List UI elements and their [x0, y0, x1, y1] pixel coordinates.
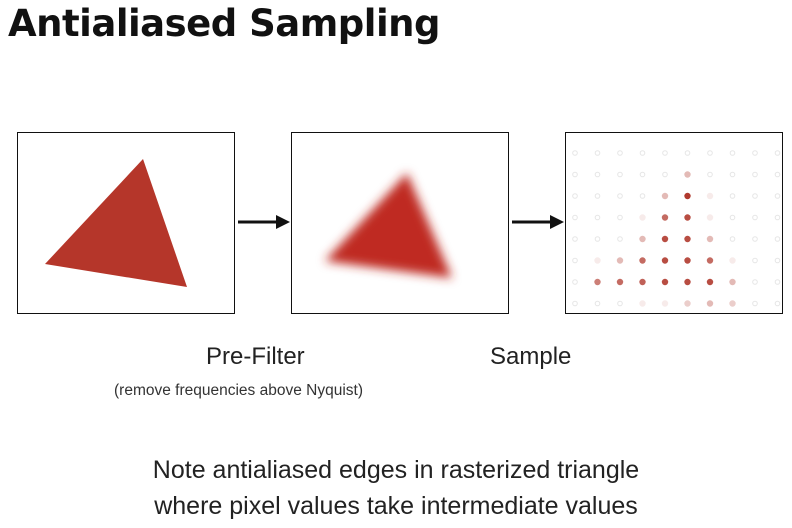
sample-dot — [639, 278, 646, 286]
sample-dot — [752, 171, 758, 178]
sample-dot — [729, 193, 736, 199]
sample-dot — [752, 193, 758, 199]
sample-dot — [774, 279, 781, 285]
prefilter-label: Pre-Filter — [206, 343, 305, 370]
sample-dot — [684, 192, 691, 200]
sample-dot — [662, 150, 668, 156]
original-triangle-panel — [17, 132, 235, 314]
sample-dot — [661, 192, 669, 200]
sample-dot — [639, 150, 646, 156]
sample-dot — [572, 193, 578, 199]
sample-dot — [661, 300, 669, 307]
sample-dot — [662, 171, 668, 178]
sampled-grid-panel — [565, 132, 783, 314]
right-arrow-icon — [238, 215, 290, 229]
slide-title: Antialiased Sampling — [8, 2, 440, 45]
sample-dot — [639, 257, 646, 264]
sample-dot — [706, 278, 714, 286]
sample-dot — [639, 171, 646, 178]
sample-dot — [594, 193, 601, 199]
sample-dot — [572, 171, 578, 178]
sample-dot — [616, 278, 624, 286]
prefilter-note: (remove frequencies above Nyquist) — [114, 382, 363, 399]
sample-dot — [729, 278, 736, 286]
sample-dot — [617, 236, 623, 242]
sample-dot — [572, 300, 578, 307]
sample-dot — [594, 236, 601, 242]
sample-dot — [684, 257, 691, 264]
sample-dot — [684, 171, 691, 178]
sample-dot — [729, 257, 736, 264]
sample-dot — [752, 214, 758, 221]
sample-dot — [661, 214, 669, 221]
sample-dot — [661, 235, 669, 243]
sample-dot — [707, 150, 713, 156]
sample-dot — [684, 150, 691, 156]
sample-dot — [774, 193, 781, 199]
blurred-triangle — [325, 173, 452, 278]
sample-dot — [752, 150, 758, 156]
right-arrow-icon — [512, 215, 564, 229]
sample-dot — [684, 278, 691, 286]
sample-dot — [617, 300, 623, 307]
sample-dot — [707, 171, 713, 178]
sample-dot — [639, 235, 646, 243]
sample-dot — [706, 257, 714, 264]
sample-dot — [729, 150, 736, 156]
sample-dot — [706, 192, 714, 200]
sample-dot — [684, 214, 691, 221]
sample-dot — [639, 300, 646, 307]
sample-dot — [572, 214, 578, 221]
sample-dot — [639, 193, 646, 199]
sample-dot — [706, 214, 714, 221]
sample-dot — [594, 214, 601, 221]
sample-dot — [684, 235, 691, 243]
sample-dot — [617, 171, 623, 178]
sample-dot — [729, 214, 736, 221]
sample-dot — [572, 236, 578, 242]
sample-dot — [729, 300, 736, 307]
prefiltered-triangle-figure — [325, 173, 452, 278]
note-line: Note antialiased edges in rasterized tri… — [152, 456, 640, 484]
sample-dot — [774, 214, 781, 221]
sample-dot — [572, 257, 578, 264]
sample-dot — [594, 300, 601, 307]
original-triangle-figure — [45, 159, 187, 287]
sample-dot — [752, 236, 758, 242]
note-line: where pixel values take intermediate val… — [154, 492, 638, 520]
sample-dot — [774, 300, 781, 307]
sample-dot — [706, 235, 714, 243]
sample-dot — [706, 300, 714, 307]
prefiltered-triangle-panel — [291, 132, 509, 314]
sample-dot — [684, 300, 691, 307]
sample-dot — [729, 171, 736, 178]
sample-dot — [594, 257, 601, 264]
sample-dot — [729, 236, 736, 242]
sample-dot — [774, 171, 781, 178]
sample-dot — [594, 171, 601, 178]
sample-dot — [617, 193, 623, 199]
sample-dot — [774, 257, 781, 264]
sample-dot — [572, 150, 578, 156]
sample-dot — [774, 236, 781, 242]
sample-dot — [616, 257, 624, 264]
sample-dot — [752, 257, 758, 264]
sample-dot — [594, 150, 601, 156]
original-triangle — [45, 159, 187, 287]
sample-dot-grid — [572, 150, 781, 307]
sample-dot — [752, 279, 758, 285]
sample-dot — [617, 150, 623, 156]
sample-label: Sample — [490, 343, 572, 370]
sample-dot — [774, 150, 781, 156]
sample-dot — [572, 279, 578, 285]
sample-dot — [752, 300, 758, 307]
sample-dot — [639, 214, 646, 221]
sample-dot — [594, 278, 601, 286]
sample-dot — [661, 278, 669, 286]
sample-dot — [661, 257, 669, 264]
sample-dot — [617, 214, 623, 221]
